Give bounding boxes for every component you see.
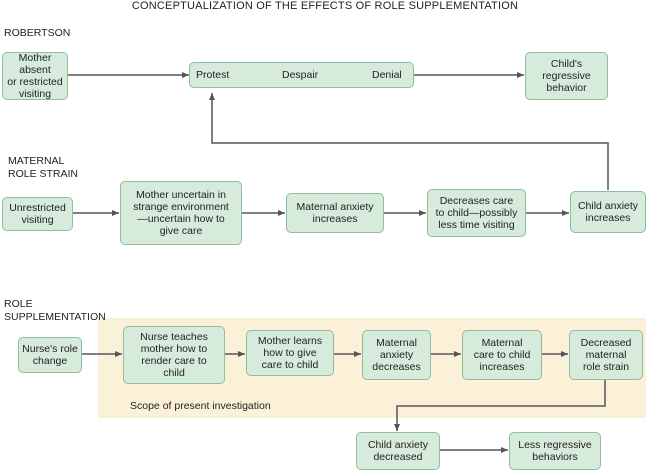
box-mother-uncertain: Mother uncertain in strange environment … — [120, 181, 242, 245]
box-nurse-role-change: Nurse's role change — [18, 337, 82, 373]
box-nurse-teaches: Nurse teaches mother how to render care … — [123, 326, 225, 384]
section-label-role-supplementation: ROLE SUPPLEMENTATION — [4, 298, 106, 323]
scope-label: Scope of present investigation — [130, 400, 271, 412]
box-decreased-role-strain: Decreased maternal role strain — [569, 330, 643, 380]
box-child-anxiety-decreased: Child anxiety decreased — [356, 432, 440, 470]
box-maternal-care-increases: Maternal care to child increases — [462, 330, 542, 380]
box-unrestricted-visiting: Unrestricted visiting — [2, 197, 73, 231]
box-mother-learns: Mother learns how to give care to child — [246, 330, 334, 376]
label-denial: Denial — [372, 69, 402, 81]
arrow-feedback-to-protest — [209, 93, 609, 190]
section-label-robertson: ROBERTSON — [4, 27, 71, 39]
box-less-regressive-behaviors: Less regressive behaviors — [509, 432, 601, 470]
box-mother-absent: Mother absent or restricted visiting — [2, 52, 68, 100]
box-regressive-behavior: Child's regressive behavior — [525, 52, 608, 100]
section-label-maternal-role-strain: MATERNAL ROLE STRAIN — [8, 155, 79, 180]
box-maternal-anxiety-decreases: Maternal anxiety decreases — [362, 330, 431, 380]
diagram-title: CONCEPTUALIZATION OF THE EFFECTS OF ROLE… — [131, 0, 519, 12]
label-despair: Despair — [282, 69, 319, 81]
box-decreases-care: Decreases care to child—possibly less ti… — [427, 189, 526, 237]
arrow-strain-to-child-anxiety — [394, 380, 606, 431]
box-child-anxiety-increases: Child anxiety increases — [570, 191, 646, 233]
box-protest-despair-denial: Protest Despair Denial — [189, 62, 414, 88]
box-maternal-anxiety-increases: Maternal anxiety increases — [286, 193, 384, 233]
label-protest: Protest — [196, 69, 230, 81]
